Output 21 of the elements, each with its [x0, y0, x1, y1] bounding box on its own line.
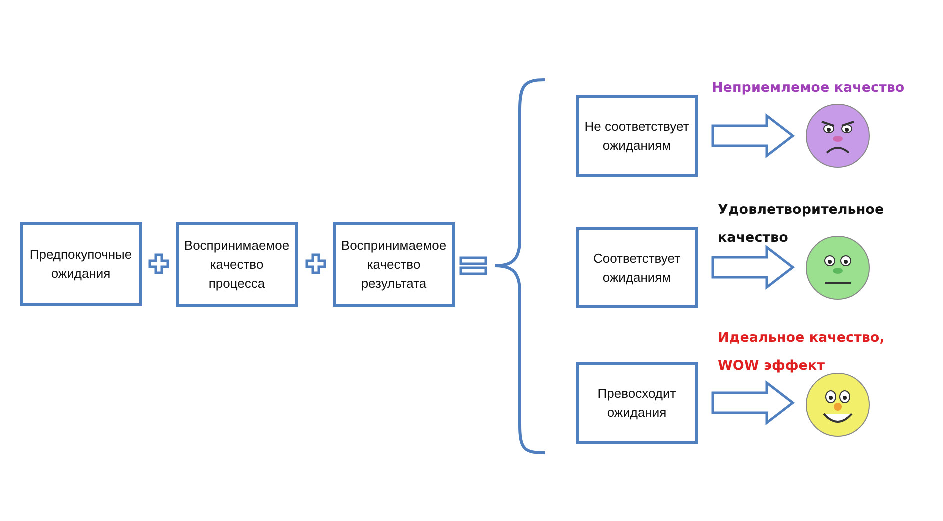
- block-arrow: [712, 380, 796, 426]
- frowning-face-icon: [805, 103, 871, 169]
- process-box: [176, 222, 298, 307]
- block-arrow: [712, 113, 796, 159]
- box-text: Воспринимаемое качество процесса: [183, 237, 291, 293]
- neutral-face-icon: [805, 235, 871, 301]
- process-box: [576, 362, 698, 444]
- quality-label: Удовлетворительное качество: [718, 201, 886, 248]
- box-text: Воспринимаемое качество результата: [340, 237, 448, 293]
- smiling-face-icon: [805, 372, 871, 438]
- box-text: Превосходит ожидания: [596, 385, 678, 422]
- quality-label: Идеальное качество, WOW эффект: [718, 329, 886, 376]
- block-arrow: [712, 244, 796, 290]
- box-text: Предпокупочные ожидания: [28, 246, 134, 283]
- box-text: Не соответствует ожиданиям: [584, 118, 690, 155]
- process-box: [333, 222, 455, 307]
- process-box: [20, 222, 142, 306]
- quality-label: Неприемлемое качество: [712, 79, 906, 98]
- box-text: Соответствует ожиданиям: [592, 250, 682, 286]
- process-box: [576, 95, 698, 177]
- process-box: [576, 227, 698, 308]
